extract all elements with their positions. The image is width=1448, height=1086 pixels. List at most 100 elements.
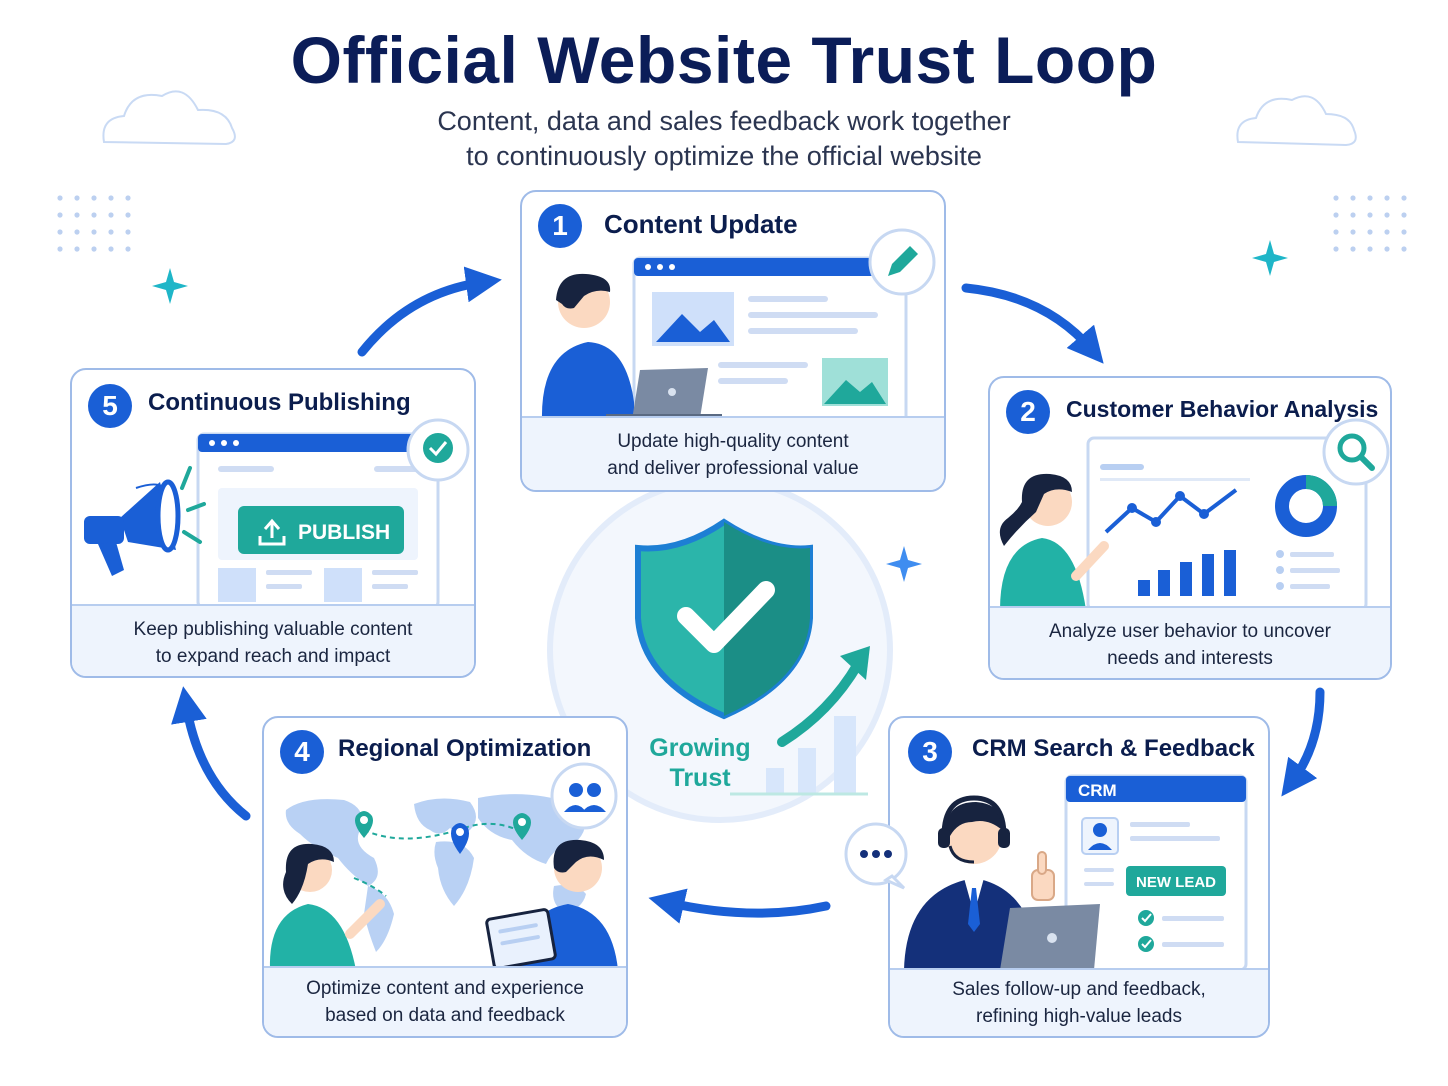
decor-dot xyxy=(1367,195,1373,201)
decor-dot xyxy=(57,212,63,218)
svg-text:NEW LEAD: NEW LEAD xyxy=(1136,874,1216,891)
upload-icon xyxy=(258,518,286,546)
search-icon xyxy=(1322,418,1390,486)
users-icon xyxy=(550,762,618,830)
card-illustration xyxy=(990,378,1390,610)
chat-dots-icon xyxy=(844,822,908,890)
decor-dot xyxy=(1333,195,1339,201)
decor-dot xyxy=(91,212,97,218)
card-description: Keep publishing valuable content to expa… xyxy=(72,604,474,676)
decor-dot xyxy=(1384,195,1390,201)
card-description: Update high-quality content and deliver … xyxy=(522,416,944,490)
decor-dot xyxy=(1384,212,1390,218)
cloud-icon-right xyxy=(1236,95,1357,147)
description-line: Sales follow-up and feedback, xyxy=(952,979,1206,1000)
check-icon xyxy=(1138,910,1154,926)
step-number-badge: 1 xyxy=(538,204,582,248)
decor-dot xyxy=(91,246,97,252)
growth-arrow-icon xyxy=(777,659,863,747)
publish-button[interactable]: PUBLISH xyxy=(238,506,404,554)
description-line: Keep publishing valuable content xyxy=(133,619,413,640)
new-lead-badge: NEW LEAD xyxy=(1126,866,1226,896)
card-header: 5 Continuous Publishing xyxy=(72,370,474,432)
description-line: to expand reach and impact xyxy=(155,646,391,667)
decor-dot xyxy=(1333,246,1339,252)
step-card-regional-optimization: 4 Regional Optimization xyxy=(262,716,628,1038)
check-icon xyxy=(1138,936,1154,952)
decor-dot xyxy=(125,246,131,252)
step-title: Content Update xyxy=(604,209,798,239)
dot-grid-left xyxy=(57,195,131,252)
decor-dot xyxy=(1333,212,1339,218)
decor-dot xyxy=(1350,246,1356,252)
card-description: Sales follow-up and feedback, refining h… xyxy=(890,968,1268,1036)
step-card-crm-search-feedback: 3 CRM Search & Feedback CRM NEW LEAD xyxy=(888,716,1270,1038)
person-illustration xyxy=(541,273,634,422)
decor-dot xyxy=(74,212,80,218)
step-card-content-update: 1 Content Update xyxy=(520,190,946,492)
description-line: needs and interests xyxy=(1107,648,1273,669)
decor-dot xyxy=(1401,229,1407,235)
step-number-badge: 4 xyxy=(280,730,324,774)
card-description: Optimize content and experience based on… xyxy=(264,966,626,1036)
decor-dot xyxy=(1350,212,1356,218)
description-line: and deliver professional value xyxy=(607,458,859,479)
description-line: Analyze user behavior to uncover xyxy=(1049,621,1331,642)
step-title: Customer Behavior Analysis xyxy=(1066,396,1379,422)
crm-panel-label: CRM xyxy=(1078,781,1117,800)
card-header: 4 Regional Optimization xyxy=(264,718,626,780)
line-chart-icon xyxy=(1104,488,1238,534)
step-title: CRM Search & Feedback xyxy=(972,735,1255,762)
tablet-icon xyxy=(485,908,557,970)
donut-chart-icon xyxy=(1275,475,1337,537)
description-line: based on data and feedback xyxy=(325,1005,565,1026)
decor-dot xyxy=(108,212,114,218)
pencil-icon xyxy=(868,228,936,296)
decor-dot xyxy=(1367,229,1373,235)
card-illustration xyxy=(522,192,944,422)
growth-bars-icon xyxy=(766,716,856,794)
growing-trust-label: Growing Trust xyxy=(640,733,760,793)
decor-dot xyxy=(125,212,131,218)
subtitle-line: to continuously optimize the official we… xyxy=(466,141,982,171)
decor-dot xyxy=(57,229,63,235)
person-illustration xyxy=(269,843,385,970)
check-circle-icon xyxy=(406,418,470,482)
map-pin-icon xyxy=(355,811,373,838)
card-header: 1 Content Update xyxy=(522,192,944,254)
card-description: Analyze user behavior to uncover needs a… xyxy=(990,606,1390,678)
step-card-customer-behavior-analysis: 2 Customer Behavior Analysis xyxy=(988,376,1392,680)
description-line: refining high-value leads xyxy=(976,1006,1182,1027)
step-card-continuous-publishing: 5 Continuous Publishing PUBLISH xyxy=(70,368,476,678)
decor-dot xyxy=(108,229,114,235)
person-illustration xyxy=(999,473,1109,610)
decor-dot xyxy=(57,195,63,201)
page-subtitle: Content, data and sales feedback work to… xyxy=(0,104,1448,174)
map-pin-icon xyxy=(451,823,469,854)
description-line: Optimize content and experience xyxy=(306,978,584,999)
flow-arrow-4-to-5 xyxy=(171,686,251,821)
decor-dot xyxy=(91,195,97,201)
card-header: 3 CRM Search & Feedback xyxy=(890,718,1268,780)
decor-dot xyxy=(1401,195,1407,201)
decor-dot xyxy=(91,229,97,235)
card-illustration xyxy=(264,718,626,970)
step-number-badge: 2 xyxy=(1006,390,1050,434)
decor-dot xyxy=(1350,229,1356,235)
decor-dot xyxy=(1333,229,1339,235)
decor-dot xyxy=(1350,195,1356,201)
decor-dot xyxy=(125,195,131,201)
laptop-icon xyxy=(1000,904,1100,970)
flow-arrow-1-to-2 xyxy=(961,283,1104,364)
page-title: Official Website Trust Loop xyxy=(290,23,1158,97)
image-icon xyxy=(822,358,888,406)
image-icon xyxy=(652,292,734,346)
decor-dot xyxy=(108,195,114,201)
decor-dot xyxy=(125,229,131,235)
sparkle-icon xyxy=(886,546,922,582)
center-label-line: Growing xyxy=(649,734,751,762)
sparkle-icon xyxy=(1252,240,1288,276)
decor-dot xyxy=(74,195,80,201)
flow-arrow-3-to-4 xyxy=(648,888,831,924)
